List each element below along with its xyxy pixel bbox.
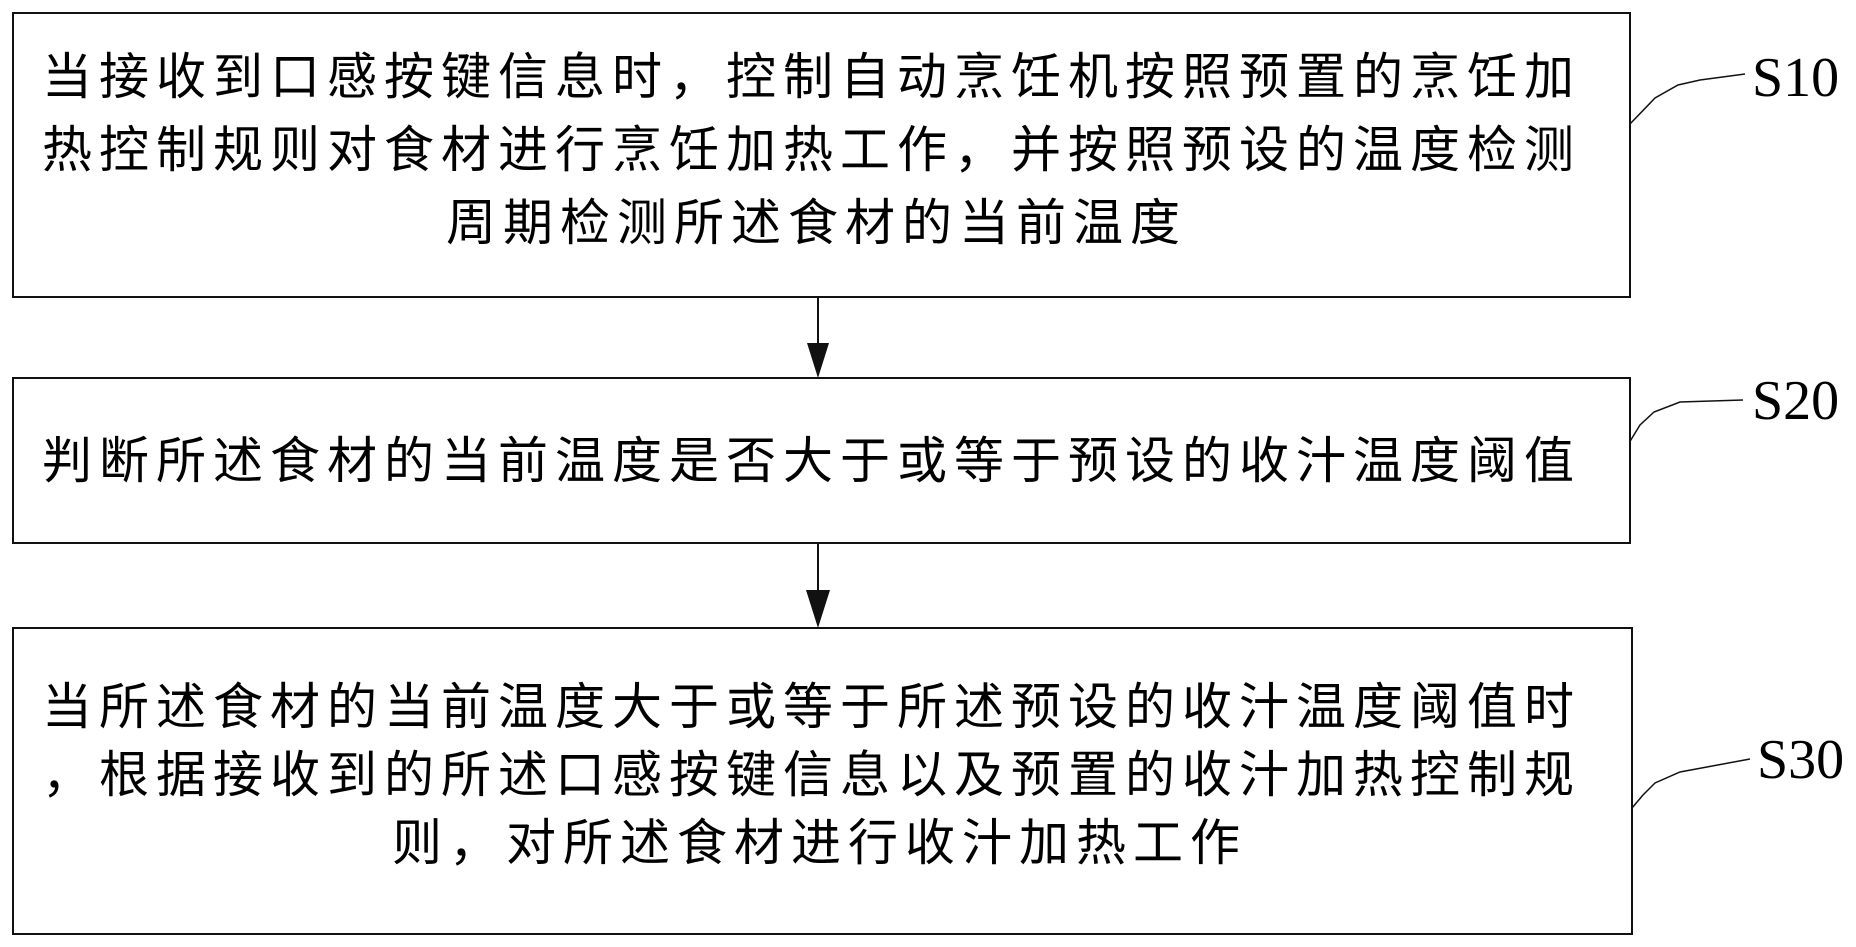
step-text-line: 周期检测所述食材的当前温度 (446, 194, 1187, 252)
step-label-s30: S30 (1757, 729, 1845, 791)
leader-line-s30 (1631, 758, 1751, 809)
step-text-line: 则，对所述食材进行收汁加热工作 (392, 814, 1247, 872)
step-text-line: 判断所述食材的当前温度是否大于或等于预设的收汁温度阈值 (42, 432, 1581, 490)
step-box-s10: 当接收到口感按键信息时，控制自动烹饪机按照预置的烹饪加 热控制规则对食材进行烹饪… (12, 12, 1631, 298)
arrow-s20-to-s30 (806, 543, 830, 628)
step-label-s10: S10 (1752, 47, 1840, 109)
leader-line-s10 (1628, 73, 1746, 126)
step-label-s20: S20 (1752, 370, 1840, 432)
leader-line-s20 (1628, 399, 1744, 444)
step-box-s30: 当所述食材的当前温度大于或等于所述预设的收汁温度阈值时 ，根据接收到的所述口感按… (12, 627, 1633, 935)
step-text-line: 当接收到口感按键信息时，控制自动烹饪机按照预置的烹饪加 (42, 48, 1581, 106)
step-text-line: ，根据接收到的所述口感按键信息以及预置的收汁加热控制规 (42, 746, 1581, 804)
step-text-line: 当所述食材的当前温度大于或等于所述预设的收汁温度阈值时 (42, 678, 1581, 736)
arrow-s10-to-s20 (807, 296, 829, 378)
step-text-line: 热控制规则对食材进行烹饪加热工作，并按照预设的温度检测 (42, 121, 1581, 179)
step-box-s20: 判断所述食材的当前温度是否大于或等于预设的收汁温度阈值 (12, 377, 1631, 544)
